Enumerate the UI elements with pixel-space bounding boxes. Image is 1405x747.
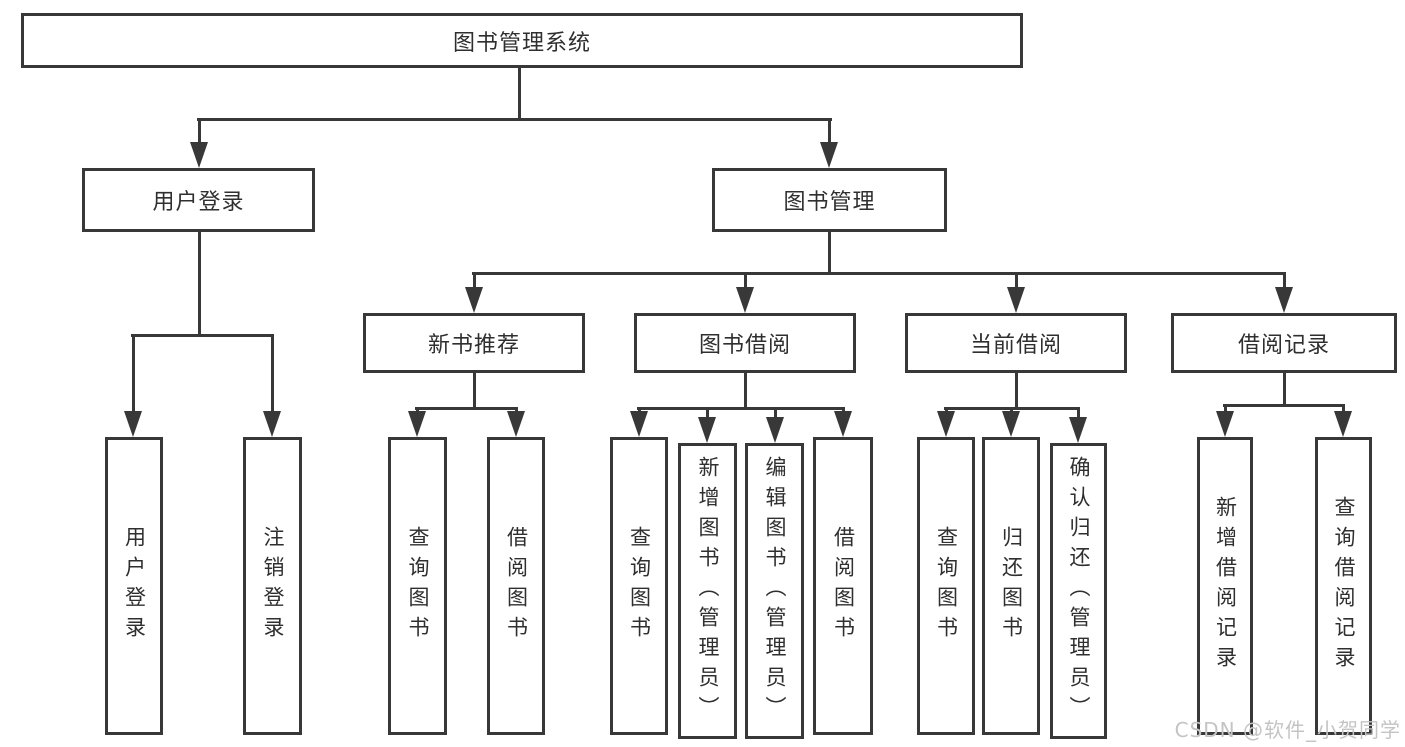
edge-line [706, 407, 709, 425]
arrow-down-icon [1069, 417, 1087, 443]
edge-line [1223, 404, 1345, 407]
edge-line [1015, 373, 1018, 409]
edge-line [744, 272, 747, 295]
edge-line [131, 334, 274, 337]
arrow-down-icon [190, 142, 208, 168]
node-book-borrow: 图书借阅 [634, 313, 856, 373]
arrow-down-icon [507, 411, 525, 437]
leaf-add-books-admin: 新增图书（管理员） [678, 443, 737, 739]
edge-line [637, 407, 845, 410]
leaf-edit-books-admin: 编辑图书（管理员） [745, 443, 804, 739]
arrow-down-icon [124, 411, 142, 437]
arrow-down-icon [1334, 411, 1352, 437]
arrow-down-icon [408, 411, 426, 437]
arrow-down-icon [736, 287, 754, 313]
edge-line [744, 373, 747, 409]
leaf-query-books-current: 查询图书 [917, 437, 975, 735]
edge-line [828, 118, 831, 150]
node-user-login: 用户登录 [82, 168, 315, 232]
node-book-management: 图书管理 [712, 168, 947, 232]
leaf-query-books-recommend: 查询图书 [388, 437, 447, 735]
node-new-book-recommend: 新书推荐 [363, 313, 585, 373]
leaf-return-books: 归还图书 [982, 437, 1040, 735]
arrow-down-icon [1275, 287, 1293, 313]
node-current-borrow: 当前借阅 [905, 313, 1127, 373]
edge-line [1283, 272, 1286, 295]
leaf-logout: 注销登录 [243, 437, 302, 735]
arrow-down-icon [1216, 411, 1234, 437]
arrow-down-icon [766, 417, 784, 443]
arrow-down-icon [630, 411, 648, 437]
leaf-query-borrow-record: 查询借阅记录 [1315, 437, 1372, 735]
edge-line [132, 334, 135, 420]
edge-line [774, 407, 777, 425]
csdn-watermark: CSDN @软件_小贺同学 [1174, 718, 1401, 742]
arrow-down-icon [698, 417, 716, 443]
edge-line [518, 68, 521, 120]
edge-line [1015, 272, 1018, 295]
node-borrow-record: 借阅记录 [1171, 313, 1397, 373]
arrow-down-icon [465, 287, 483, 313]
edge-line [198, 232, 201, 337]
arrow-down-icon [937, 411, 955, 437]
edge-line [415, 407, 518, 410]
edge-line [271, 334, 274, 420]
edge-line [828, 232, 831, 275]
edge-line [473, 373, 476, 409]
arrow-down-icon [1002, 411, 1020, 437]
leaf-borrow-books: 借阅图书 [813, 437, 873, 735]
edge-line [1283, 373, 1286, 407]
edge-line [473, 272, 476, 295]
node-root: 图书管理系统 [21, 13, 1023, 68]
leaf-borrow-books-recommend: 借阅图书 [487, 437, 545, 735]
leaf-query-books-borrow: 查询图书 [610, 437, 668, 735]
edge-line [1077, 407, 1080, 425]
leaf-user-login: 用户登录 [105, 437, 163, 735]
arrow-down-icon [1007, 287, 1025, 313]
edge-line [472, 272, 1286, 275]
arrow-down-icon [834, 411, 852, 437]
arrow-down-icon [263, 411, 281, 437]
edge-line [197, 118, 832, 121]
leaf-add-borrow-record: 新增借阅记录 [1197, 437, 1253, 735]
leaf-confirm-return-admin: 确认归还（管理员） [1050, 443, 1107, 739]
arrow-down-icon [820, 142, 838, 168]
edge-line [198, 118, 201, 150]
